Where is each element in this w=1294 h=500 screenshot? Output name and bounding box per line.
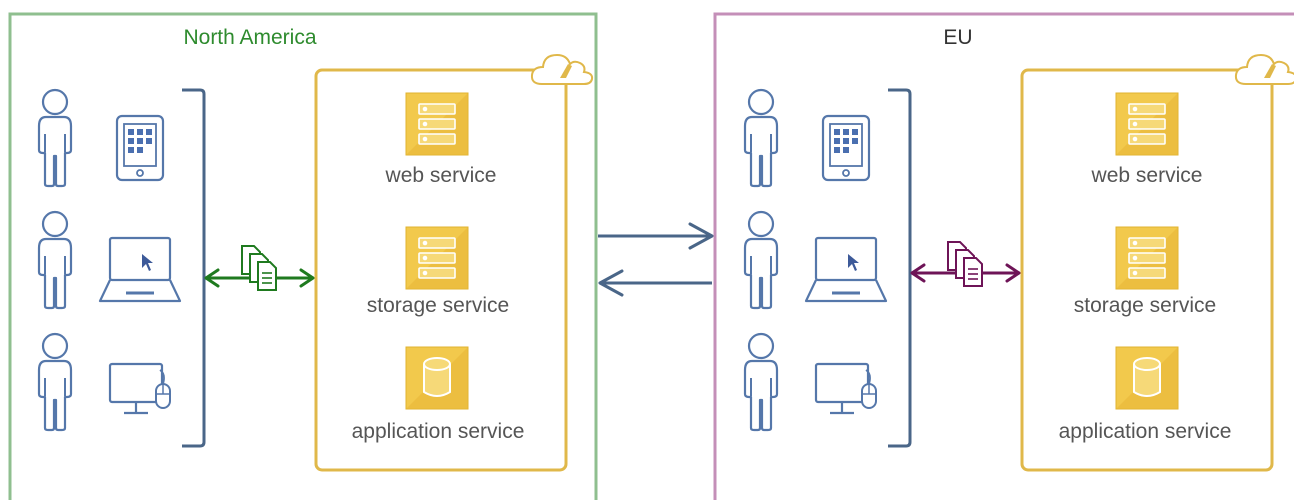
service-label: web service <box>1091 164 1203 187</box>
server-icon <box>1115 226 1179 290</box>
cloud-icon <box>530 54 594 85</box>
server-icon <box>405 226 469 290</box>
cloud-border <box>314 68 568 472</box>
cloud-region: web service storage service application … <box>314 54 594 472</box>
client-bracket <box>888 88 912 448</box>
server-icon <box>405 92 469 156</box>
region-north-america: North America web service storage servic… <box>8 12 598 500</box>
region-eu: EU web service storage service <box>713 12 1294 500</box>
client-users <box>743 88 888 432</box>
tablet-icon <box>821 114 871 182</box>
service-label: application service <box>1059 420 1232 443</box>
sync-connector <box>910 241 1021 287</box>
cloud-border <box>1020 68 1274 472</box>
region-title: North America <box>183 26 316 49</box>
desktop-icon <box>108 362 172 415</box>
tablet-icon <box>115 114 165 182</box>
service-label: application service <box>352 420 525 443</box>
person-icon <box>37 332 73 432</box>
server-icon <box>1115 92 1179 156</box>
desktop-icon <box>814 362 878 415</box>
client-users <box>37 88 182 432</box>
documents-icon <box>947 241 983 287</box>
inter-region-replication <box>598 222 714 297</box>
cloud-region: web service storage service application … <box>1020 54 1294 472</box>
person-icon <box>743 332 779 432</box>
database-icon <box>1115 346 1179 410</box>
laptop-icon <box>804 236 888 303</box>
cloud-icon <box>1234 54 1294 85</box>
documents-icon <box>241 245 277 291</box>
service-label: storage service <box>367 294 509 317</box>
region-border <box>8 12 598 500</box>
person-icon <box>37 88 73 188</box>
person-icon <box>743 88 779 188</box>
person-icon <box>37 210 73 310</box>
service-label: storage service <box>1074 294 1216 317</box>
laptop-icon <box>98 236 182 303</box>
sync-connector <box>204 245 315 291</box>
client-bracket <box>182 88 206 448</box>
database-icon <box>405 346 469 410</box>
region-title: EU <box>943 26 972 49</box>
service-label: web service <box>385 164 497 187</box>
region-border <box>713 12 1294 500</box>
person-icon <box>743 210 779 310</box>
